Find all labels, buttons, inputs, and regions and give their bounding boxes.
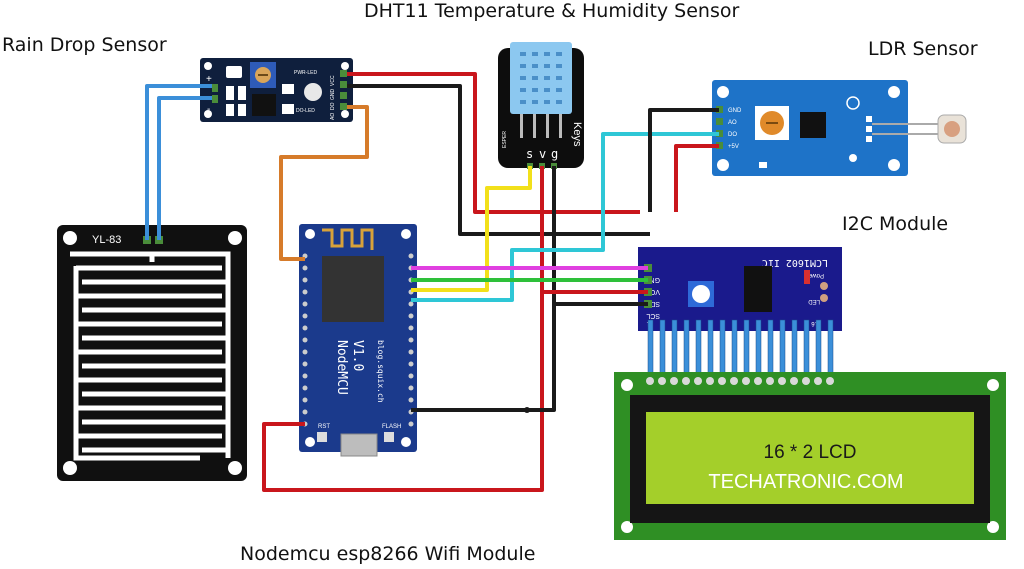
wires [145, 72, 719, 492]
dht11-sensor: Keys ESPER s v g [498, 42, 584, 169]
rain-sensor-title: Rain Drop Sensor [2, 34, 167, 56]
svg-text:g: g [551, 147, 558, 161]
ldr-sensor-title: LDR Sensor [868, 38, 978, 60]
svg-text:GND: GND [330, 89, 336, 101]
nodemcu-board: NodeMCU V1.0 blog.squix.ch RST FLASH [299, 224, 417, 457]
svg-text:DO: DO [728, 132, 737, 138]
rain-plate: YL-83 [57, 225, 247, 481]
svg-text:Power: Power [807, 272, 824, 278]
svg-text:DO: DO [330, 102, 336, 110]
svg-text:LCM1602 IIC: LCM1602 IIC [762, 257, 828, 268]
lcd-display: 16 * 2 LCD TECHATRONIC.COM [614, 372, 1006, 540]
svg-text:RST: RST [318, 424, 330, 430]
svg-text:-: - [207, 104, 210, 115]
ldr-sensor: GND AO DO +5V [712, 80, 967, 176]
svg-text:+5V: +5V [728, 144, 739, 150]
i2c-module: LCM1602 IIC Power LED SCL SDA VCC GND 16… [638, 247, 842, 381]
svg-text:GND: GND [644, 276, 660, 283]
dht11-title: DHT11 Temperature & Humidity Sensor [364, 0, 740, 22]
svg-text:LED: LED [808, 298, 820, 304]
nodemcu-title: Nodemcu esp8266 Wifi Module [240, 543, 536, 565]
rain-plate-label: YL-83 [92, 234, 121, 246]
svg-text:VCC: VCC [645, 288, 660, 295]
lcd-line-1: 16 * 2 LCD [764, 442, 857, 463]
svg-text:DO-LED: DO-LED [296, 108, 315, 114]
svg-text:GND: GND [728, 108, 742, 114]
nodemcu-name-line1: NodeMCU [334, 340, 349, 395]
svg-text:blog.squix.ch: blog.squix.ch [376, 340, 385, 403]
nodemcu-name-line2: V1.0 [350, 340, 365, 371]
svg-text:SCL: SCL [646, 312, 660, 319]
dht11-brand: Keys [571, 122, 583, 147]
svg-text:+: + [206, 74, 212, 85]
svg-text:SDA: SDA [645, 300, 660, 307]
svg-text:PWR-LED: PWR-LED [294, 70, 317, 76]
svg-text:FLASH: FLASH [382, 424, 401, 430]
svg-text:s: s [526, 147, 533, 161]
svg-text:VCC: VCC [330, 75, 336, 86]
rain-module: + - PWR-LED DO-LED VCC GND DO AO [200, 58, 353, 122]
lcd-line-2: TECHATRONIC.COM [708, 471, 903, 493]
i2c-module-title: I2C Module [842, 213, 949, 235]
svg-text:16: 16 [811, 320, 818, 326]
svg-text:ESPER: ESPER [502, 131, 508, 148]
svg-text:v: v [539, 147, 546, 161]
svg-text:AO: AO [330, 113, 336, 120]
svg-text:AO: AO [728, 120, 737, 126]
